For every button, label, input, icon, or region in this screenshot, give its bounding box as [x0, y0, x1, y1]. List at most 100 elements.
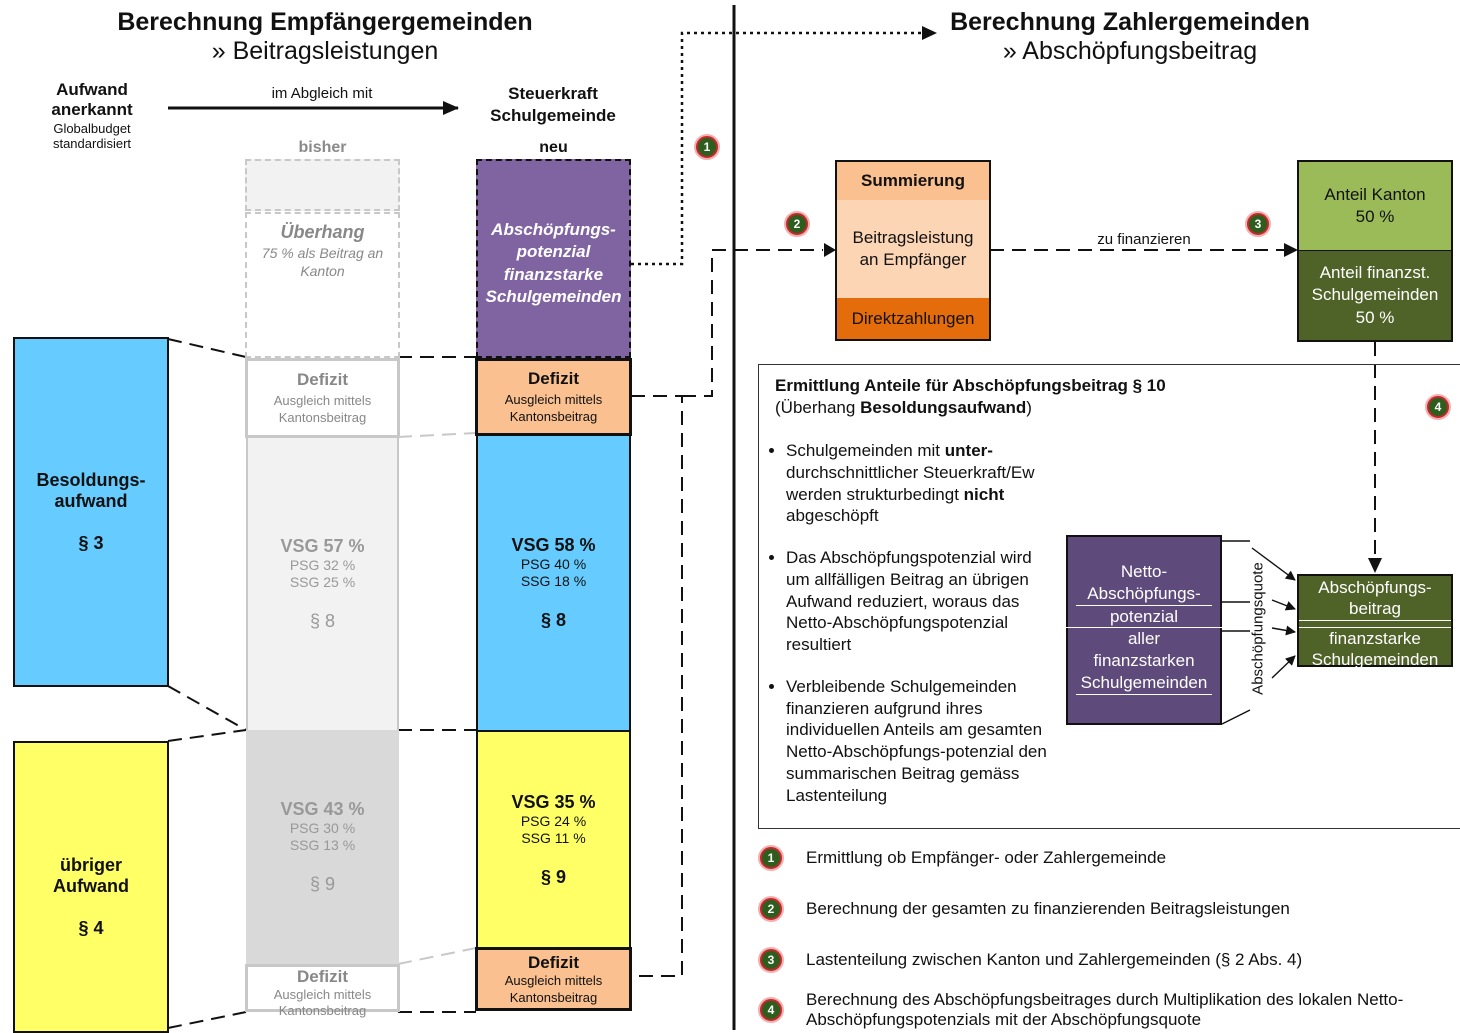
new-defizit-top-l2: Kantonsbeitrag	[509, 409, 598, 425]
right-header: Berechnung Zahlergemeinden » Abschöpfung…	[900, 8, 1360, 66]
abschoepfungsbeitrag-box: Abschöpfungs- beitrag finanzstarke Schul…	[1297, 574, 1453, 671]
legend-text-3: Lastenteilung zwischen Kanton und Zahler…	[806, 950, 1303, 969]
beitrag-l1: Abschöpfungs-	[1318, 578, 1432, 597]
new-vsg-bottom-ssg: SSG 11 %	[521, 830, 586, 846]
anteil-fin-l1: Anteil finanzst.	[1319, 263, 1431, 283]
beitrag-l3: finanzstarke	[1299, 626, 1451, 649]
besoldung-line2: aufwand	[54, 491, 128, 512]
legend-marker-1: 1	[758, 845, 784, 871]
bullet-2: Das Abschöpfungspotenzial wird um allfäl…	[786, 547, 1056, 656]
summierung-direkt: Direktzahlungen	[837, 298, 989, 339]
new-vsg-top: VSG 58 % PSG 40 % SSG 18 % § 8	[476, 436, 631, 730]
legend-marker-1-label: 1	[762, 849, 780, 867]
bullet-1-bold2: nicht	[963, 484, 1005, 504]
bullet-1-pre: Schulgemeinden mit	[786, 441, 945, 460]
legend-marker-3-label: 3	[762, 951, 780, 969]
anteil-box: Anteil Kanton 50 % Anteil finanzst. Schu…	[1297, 160, 1453, 342]
netto-l4: aller	[1127, 629, 1161, 649]
netto-l3: potenzial	[1066, 606, 1222, 629]
ermittlung-subtitle: (Überhang Besoldungsaufwand)	[775, 397, 1245, 419]
legend-item-3: 3 Lastenteilung zwischen Kanton und Zahl…	[758, 947, 1302, 973]
column-label-new: neu	[539, 139, 568, 156]
marker-1: 1	[694, 134, 720, 160]
column-label-old: bisher	[298, 139, 347, 156]
netto-box: Netto- Abschöpfungs- potenzial aller fin…	[1066, 535, 1222, 725]
anteil-fin-l3: 50 %	[1355, 307, 1395, 327]
old-vsg-top-psg: PSG 32 %	[289, 557, 356, 574]
old-defizit-top-l2: Kantonsbeitrag	[278, 410, 367, 426]
aufwand-line1: Aufwand	[56, 80, 128, 99]
new-vsg-bottom-psg: PSG 24 %	[520, 813, 587, 830]
marker-1-label: 1	[698, 138, 716, 156]
old-defizit-bottom-title: Defizit	[297, 967, 348, 986]
uebriger-para: § 4	[78, 917, 104, 938]
legend-text-4-line2: Abschöpfungspotenzials mit der Abschöpfu…	[806, 1010, 1202, 1030]
legend-item-1: 1 Ermittlung ob Empfänger- oder Zahlerge…	[758, 845, 1166, 871]
old-defizit-top: Defizit Ausgleich mittels Kantonsbeitrag	[245, 358, 400, 438]
netto-l6: Schulgemeinden	[1076, 672, 1212, 695]
old-defizit-bottom: Defizit Ausgleich mittels Kantonsbeitrag	[245, 964, 400, 1018]
right-header-title: Berechnung Zahlergemeinden	[950, 8, 1310, 36]
ermittlung-bullets: Schulgemeinden mit unter- durchschnittli…	[772, 440, 1056, 826]
new-defizit-top: Defizit Ausgleich mittels Kantonsbeitrag	[475, 358, 632, 436]
uebriger-line2: Aufwand	[53, 876, 129, 897]
left-header-title: Berechnung Empfängergemeinden	[117, 8, 533, 36]
old-defizit-bottom-l2: Kantonsbeitrag	[278, 1002, 367, 1018]
ermittlung-sub-pre: (Überhang	[775, 398, 861, 418]
beitrag-l2: beitrag	[1299, 598, 1451, 621]
old-top-empty	[245, 159, 400, 211]
new-vsg-top-ssg: SSG 18 %	[520, 573, 587, 589]
aufwand-line3: Globalbudget	[53, 120, 131, 136]
new-vsg-bottom-title: VSG 35 %	[511, 791, 596, 812]
summierung-box: Summierung Beitragsleistung an Empfänger…	[835, 160, 991, 341]
marker-4-label: 4	[1429, 398, 1447, 416]
anteil-kanton-l1: Anteil Kanton	[1324, 184, 1426, 204]
anteil-finanzstark: Anteil finanzst. Schulgemeinden 50 %	[1299, 251, 1451, 340]
new-defizit-top-l1: Ausgleich mittels	[504, 391, 603, 407]
old-defizit-top-l1: Ausgleich mittels	[273, 392, 372, 408]
new-defizit-bottom-l1: Ausgleich mittels	[504, 973, 603, 989]
legend-text-4: Berechnung des Abschöpfungsbeitrages dur…	[806, 990, 1403, 1031]
right-header-subtitle: » Abschöpfungsbeitrag	[1002, 36, 1258, 65]
legend-marker-2-label: 2	[762, 900, 780, 918]
old-vsg-bottom-ssg: SSG 13 %	[289, 837, 356, 853]
summierung-l1: Beitragsleistung	[852, 227, 974, 247]
bullet-1-bold1: unter-	[944, 441, 993, 460]
aufwand-label: Aufwand anerkannt Globalbudget standardi…	[30, 80, 154, 152]
netto-l1: Netto-	[1120, 562, 1168, 581]
anteil-fin-l2: Schulgemeinden	[1311, 285, 1439, 305]
new-abschoepf-l2: potenzial	[516, 242, 591, 262]
old-defizit-bottom-l1: Ausgleich mittels	[273, 987, 372, 1003]
old-ueberhang-l1: 75 % als Beitrag an	[261, 245, 384, 261]
new-vsg-bottom: VSG 35 % PSG 24 % SSG 11 % § 9	[476, 730, 631, 948]
marker-3-label: 3	[1249, 215, 1267, 233]
ermittlung-sub-bold: Besoldungsaufwand	[860, 398, 1027, 418]
new-defizit-bottom-title: Defizit	[528, 953, 579, 973]
anteil-kanton: Anteil Kanton 50 %	[1299, 162, 1451, 251]
aufwand-line2: anerkannt	[51, 100, 133, 120]
uebriger-line1: übriger	[59, 854, 122, 875]
old-vsg-bottom: VSG 43 % PSG 30 % SSG 13 % § 9	[246, 730, 399, 964]
legend-item-4: 4 Berechnung des Abschöpfungsbeitrages d…	[758, 990, 1403, 1031]
old-ueberhang: Überhang 75 % als Beitrag an Kanton	[245, 212, 400, 358]
legend-marker-4-label: 4	[762, 1001, 780, 1020]
bullet-1-post: abgeschöpft	[786, 506, 879, 526]
aufwand-line4: standardisiert	[52, 136, 132, 152]
new-defizit-bottom: Defizit Ausgleich mittels Kantonsbeitrag	[475, 947, 632, 1011]
legend-text-4-line1: Berechnung des Abschöpfungsbeitrages dur…	[806, 990, 1404, 1009]
marker-2-label: 2	[788, 215, 806, 233]
marker-3: 3	[1245, 211, 1271, 237]
legend-text-2: Berechnung der gesamten zu finanzierende…	[806, 899, 1290, 918]
new-abschoepfungspotenzial: Abschöpfungs- potenzial finanzstarke Sch…	[476, 159, 631, 358]
legend-marker-2: 2	[758, 896, 784, 922]
old-vsg-bottom-psg: PSG 30 %	[289, 820, 356, 837]
ermittlung-panel	[758, 364, 1460, 829]
beitrag-l4: Schulgemeinden	[1299, 649, 1451, 671]
ermittlung-title-block: Ermittlung Anteile für Abschöpfungsbeitr…	[775, 375, 1245, 419]
besoldung-para: § 3	[78, 532, 104, 553]
left-header-subtitle: » Beitragsleistungen	[211, 36, 439, 65]
steuerkraft-line2: Schulgemeinde	[490, 106, 616, 126]
legend-text-1: Ermittlung ob Empfänger- oder Zahlergeme…	[806, 848, 1167, 867]
netto-l2: Abschöpfungs-	[1076, 583, 1212, 606]
